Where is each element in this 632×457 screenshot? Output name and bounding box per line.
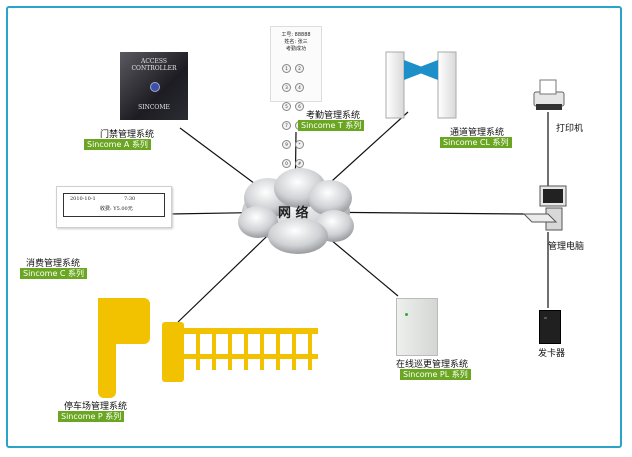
access-controller-line1: ACCESS [140,58,167,65]
printer-label: 打印机 [556,124,584,134]
attendance-id-line: 工号: 88888 [281,32,311,38]
access-system-name: 门禁管理系统 [100,130,155,140]
keypad-key: 9 [282,140,291,149]
printer-graphic [533,79,565,110]
keypad-key: 4 [295,83,304,92]
keypad-key: 2 [295,64,304,73]
keypad-key: 3 [282,83,291,92]
keypad-key: * [295,140,304,149]
attendance-status-line: 考勤成功 [285,46,306,52]
status-led-icon [150,82,160,92]
access-controller-line2: CONTROLLER [131,65,177,72]
pos-date: 2010-10-1 [70,196,96,202]
pos-screen: 2010-10-1 7:30 收费: Y5.00元 [63,193,165,217]
consume-system-series: Sincome C 系列 [20,268,88,279]
pos-terminal-device: 2010-10-1 7:30 收费: Y5.00元 [56,186,172,228]
keypad-key: 0 [282,159,291,168]
reader-led-icon [405,313,408,316]
card-issuer-led-icon [544,317,547,319]
consume-system-name: 消费管理系统 [26,259,81,269]
channel-gate-graphic [385,51,457,119]
network-cloud [238,168,354,254]
access-controller-device: ACCESS CONTROLLER SINCOME [120,52,188,120]
keypad-key: 1 [282,64,291,73]
attendance-terminal-device: 工号: 88888 姓名: 张三 考勤成功 123456789*0# [270,26,322,168]
attendance-system-series: Sincome T 系列 [298,120,365,131]
channel-system-series: Sincome CL 系列 [440,137,512,148]
access-controller-brand: SINCOME [138,104,170,111]
pos-time: 7:30 [124,196,136,202]
patrol-system-name: 在线巡更管理系统 [396,360,469,370]
patrol-system-series: Sincome PL 系列 [400,369,471,380]
access-system-series: Sincome A 系列 [84,139,151,150]
parking-system-series: Sincome P 系列 [58,411,125,422]
keypad-key: # [295,159,304,168]
channel-system-name: 通道管理系统 [450,128,505,138]
computer-label: 管理电脑 [548,242,585,252]
pos-amount: 收费: Y5.00元 [100,206,133,212]
attendance-system-name: 考勤管理系统 [306,111,361,121]
attendance-name-line: 姓名: 张三 [284,39,308,45]
computer-graphic [522,185,567,231]
patrol-reader-device [396,298,438,356]
keypad-key: 5 [282,102,291,111]
network-label: 网 络 [278,206,309,221]
card-issuer-label: 发卡器 [538,349,566,359]
parking-system-name: 停车场管理系统 [64,402,128,412]
keypad-key: 6 [295,102,304,111]
parking-barrier-graphic [98,298,318,398]
keypad-key: 7 [282,121,291,130]
card-issuer-device [539,310,561,344]
